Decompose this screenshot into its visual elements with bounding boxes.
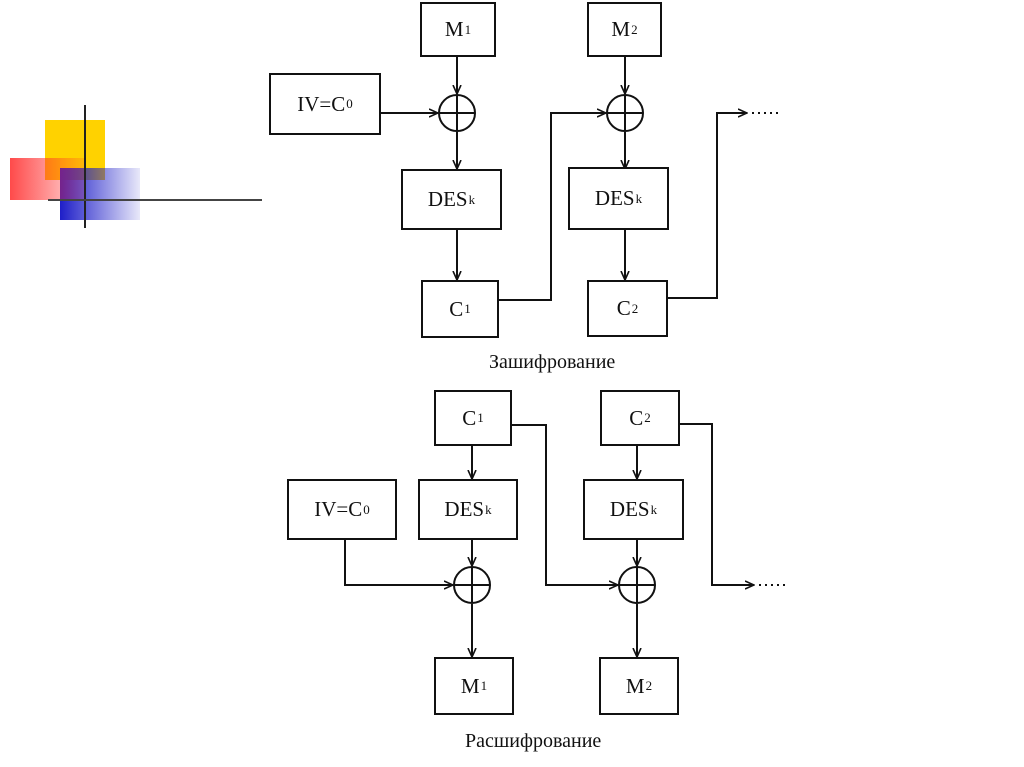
enc-m2-sub: 2 [631,21,638,37]
enc-iv-label: IV=C [297,91,346,116]
enc-c1-sub: 1 [464,301,471,316]
enc-m1-label: M [444,17,464,41]
enc-c1-label: C [449,296,464,321]
arrow-c2-continue [668,113,747,299]
arrow-dc1-to-dxor2 [512,424,618,585]
enc-c2-label: C [616,296,631,320]
dec-m1-label: M [460,673,480,698]
dec-caption: Расшифрование [465,730,602,752]
dec-iv-label: IV=C [314,497,363,521]
dec-des1-label: DES [444,497,485,521]
enc-des1-label: DES [427,187,468,211]
dec-iv-sub: 0 [363,501,370,517]
enc-iv-sub: 0 [346,96,353,111]
dec-c1-sub: 1 [477,410,484,425]
dec-m1-sub: 1 [480,678,488,693]
enc-des2-label: DES [594,186,635,210]
dec-des2-label: DES [609,497,650,521]
red-square-decoration [10,158,85,200]
arrow-dc2-continue [680,423,754,585]
arrow-div-to-dxor1 [344,540,453,585]
dec-m2-label: M [625,673,645,698]
arrow-c1-to-xor2 [499,113,606,301]
enc-caption: Зашифрование [489,351,616,373]
dec-des2-sub: k [650,501,658,517]
enc-m1-sub: 1 [464,21,472,37]
enc-c2-sub: 2 [631,300,639,316]
enc-des1-sub: k [468,191,476,207]
dec-c1-label: C [462,405,477,430]
dec-des1-sub: k [485,501,492,517]
enc-des2-sub: k [635,190,643,206]
dec-c2-label: C [629,405,644,430]
dec-c2-sub: 2 [644,410,651,425]
dec-m2-sub: 2 [645,678,653,693]
enc-m2-label: M [611,17,631,41]
